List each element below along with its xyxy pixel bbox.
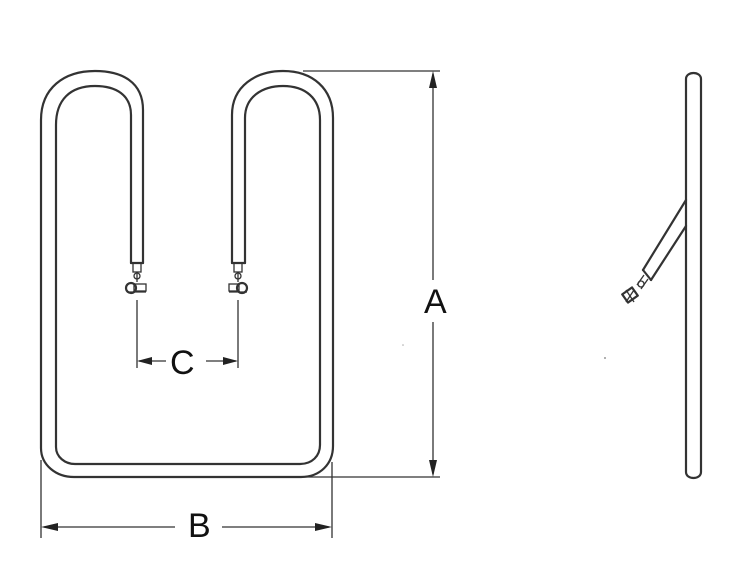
dimension-c-arrow-left: [137, 357, 152, 365]
right-terminal: [228, 262, 249, 295]
dimension-a-label: A: [424, 283, 447, 321]
dimension-c-arrow-right: [223, 357, 238, 365]
left-terminal: [124, 262, 147, 295]
dimension-b: B: [40, 460, 333, 545]
dimension-a-arrow-top: [429, 71, 437, 88]
dimension-c: C: [136, 300, 239, 382]
scan-specks: [402, 344, 606, 359]
dimension-c-label: C: [170, 344, 195, 382]
dimension-a-arrow-bottom: [429, 460, 437, 477]
side-view-leg-lower-edge: [649, 224, 688, 282]
element-tube-inner: [54, 84, 322, 466]
side-view-leg-end: [641, 268, 653, 282]
dimension-b-arrow-left: [41, 523, 58, 531]
side-view-tube: [684, 71, 703, 480]
side-view-terminal: [621, 274, 649, 304]
side-view: [621, 71, 703, 480]
dimension-b-arrow-right: [315, 523, 332, 531]
side-view-leg-upper-edge: [641, 198, 688, 272]
front-view: [39, 69, 335, 479]
dimension-b-label: B: [188, 507, 211, 545]
dimension-a: A: [303, 70, 447, 478]
element-tube-outer: [39, 69, 335, 479]
